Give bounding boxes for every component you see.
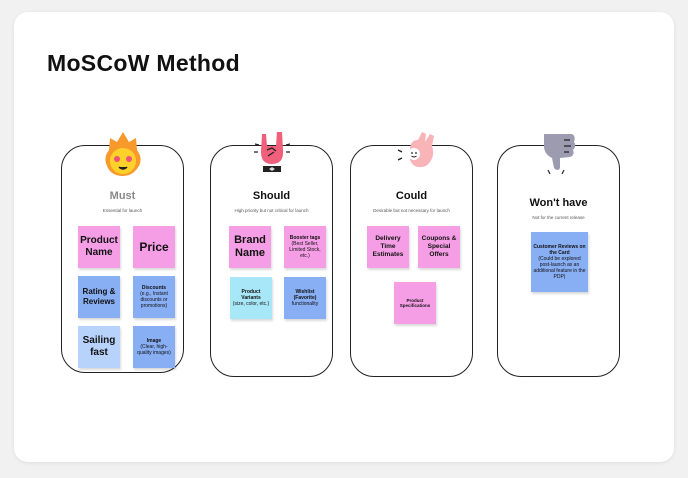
column-heading: Must	[109, 190, 136, 202]
sticky-note[interactable]: Sailing fast	[78, 326, 120, 368]
note-text: (e.g., Instant discounts or promotions)	[140, 291, 168, 309]
fire-face-icon	[105, 132, 141, 176]
column-subtitle: Not for the current release	[532, 215, 585, 220]
column-subtitle: Desirable but not necessary for launch	[373, 208, 450, 213]
column-subtitle: Essential for launch	[102, 208, 143, 213]
sticky-note[interactable]: Rating & Reviews	[78, 276, 120, 318]
sticky-note[interactable]: Brand Name	[229, 226, 271, 268]
note-title: Product Variants	[241, 289, 261, 301]
sticky-note[interactable]: Product Specifications	[394, 282, 436, 324]
note-title: Customer Reviews on the Card	[533, 244, 586, 256]
note-text: (Could be explored post-launch as an add…	[533, 256, 586, 280]
column-heading: Could	[395, 190, 428, 202]
sticky-note[interactable]: Wishlist (Favorite)functionality	[284, 277, 326, 319]
note-title: Booster tags	[289, 235, 321, 241]
sticky-note[interactable]: Product Variants(size, color, etc.)	[230, 277, 272, 319]
ok-hand-icon	[397, 132, 434, 168]
sticky-note[interactable]: Discounts(e.g., Instant discounts or pro…	[133, 276, 175, 318]
column-heading: Should	[252, 190, 291, 202]
note-title: Discounts	[141, 285, 167, 291]
sticky-note[interactable]: Delivery Time Estimates	[367, 226, 409, 268]
sticky-note[interactable]: Coupons & Special Offers	[418, 226, 460, 268]
note-text: (Clear, high-quality images)	[137, 344, 171, 356]
thumbs-down-icon	[544, 134, 576, 175]
note-text: functionality	[291, 301, 319, 307]
note-title: Image	[146, 338, 162, 344]
column-subtitle: High priority but not critical for launc…	[234, 208, 309, 213]
rock-hand-icon	[254, 132, 291, 172]
sticky-note[interactable]: Image(Clear, high-quality images)	[133, 326, 175, 368]
sticky-note[interactable]: Product Name	[78, 226, 120, 268]
page-title: MoSCoW Method	[47, 50, 240, 76]
sticky-note[interactable]: Price	[133, 226, 175, 268]
column-heading: Won't have	[529, 197, 588, 209]
note-title: Wishlist (Favorite)	[293, 289, 317, 301]
note-text: (Best Seller, Limited Stock, etc.)	[289, 241, 321, 259]
note-text: (size, color, etc.)	[232, 301, 270, 307]
sticky-note[interactable]: Booster tags(Best Seller, Limited Stock,…	[284, 226, 326, 268]
sticky-note[interactable]: Customer Reviews on the Card(Could be ex…	[531, 232, 588, 292]
